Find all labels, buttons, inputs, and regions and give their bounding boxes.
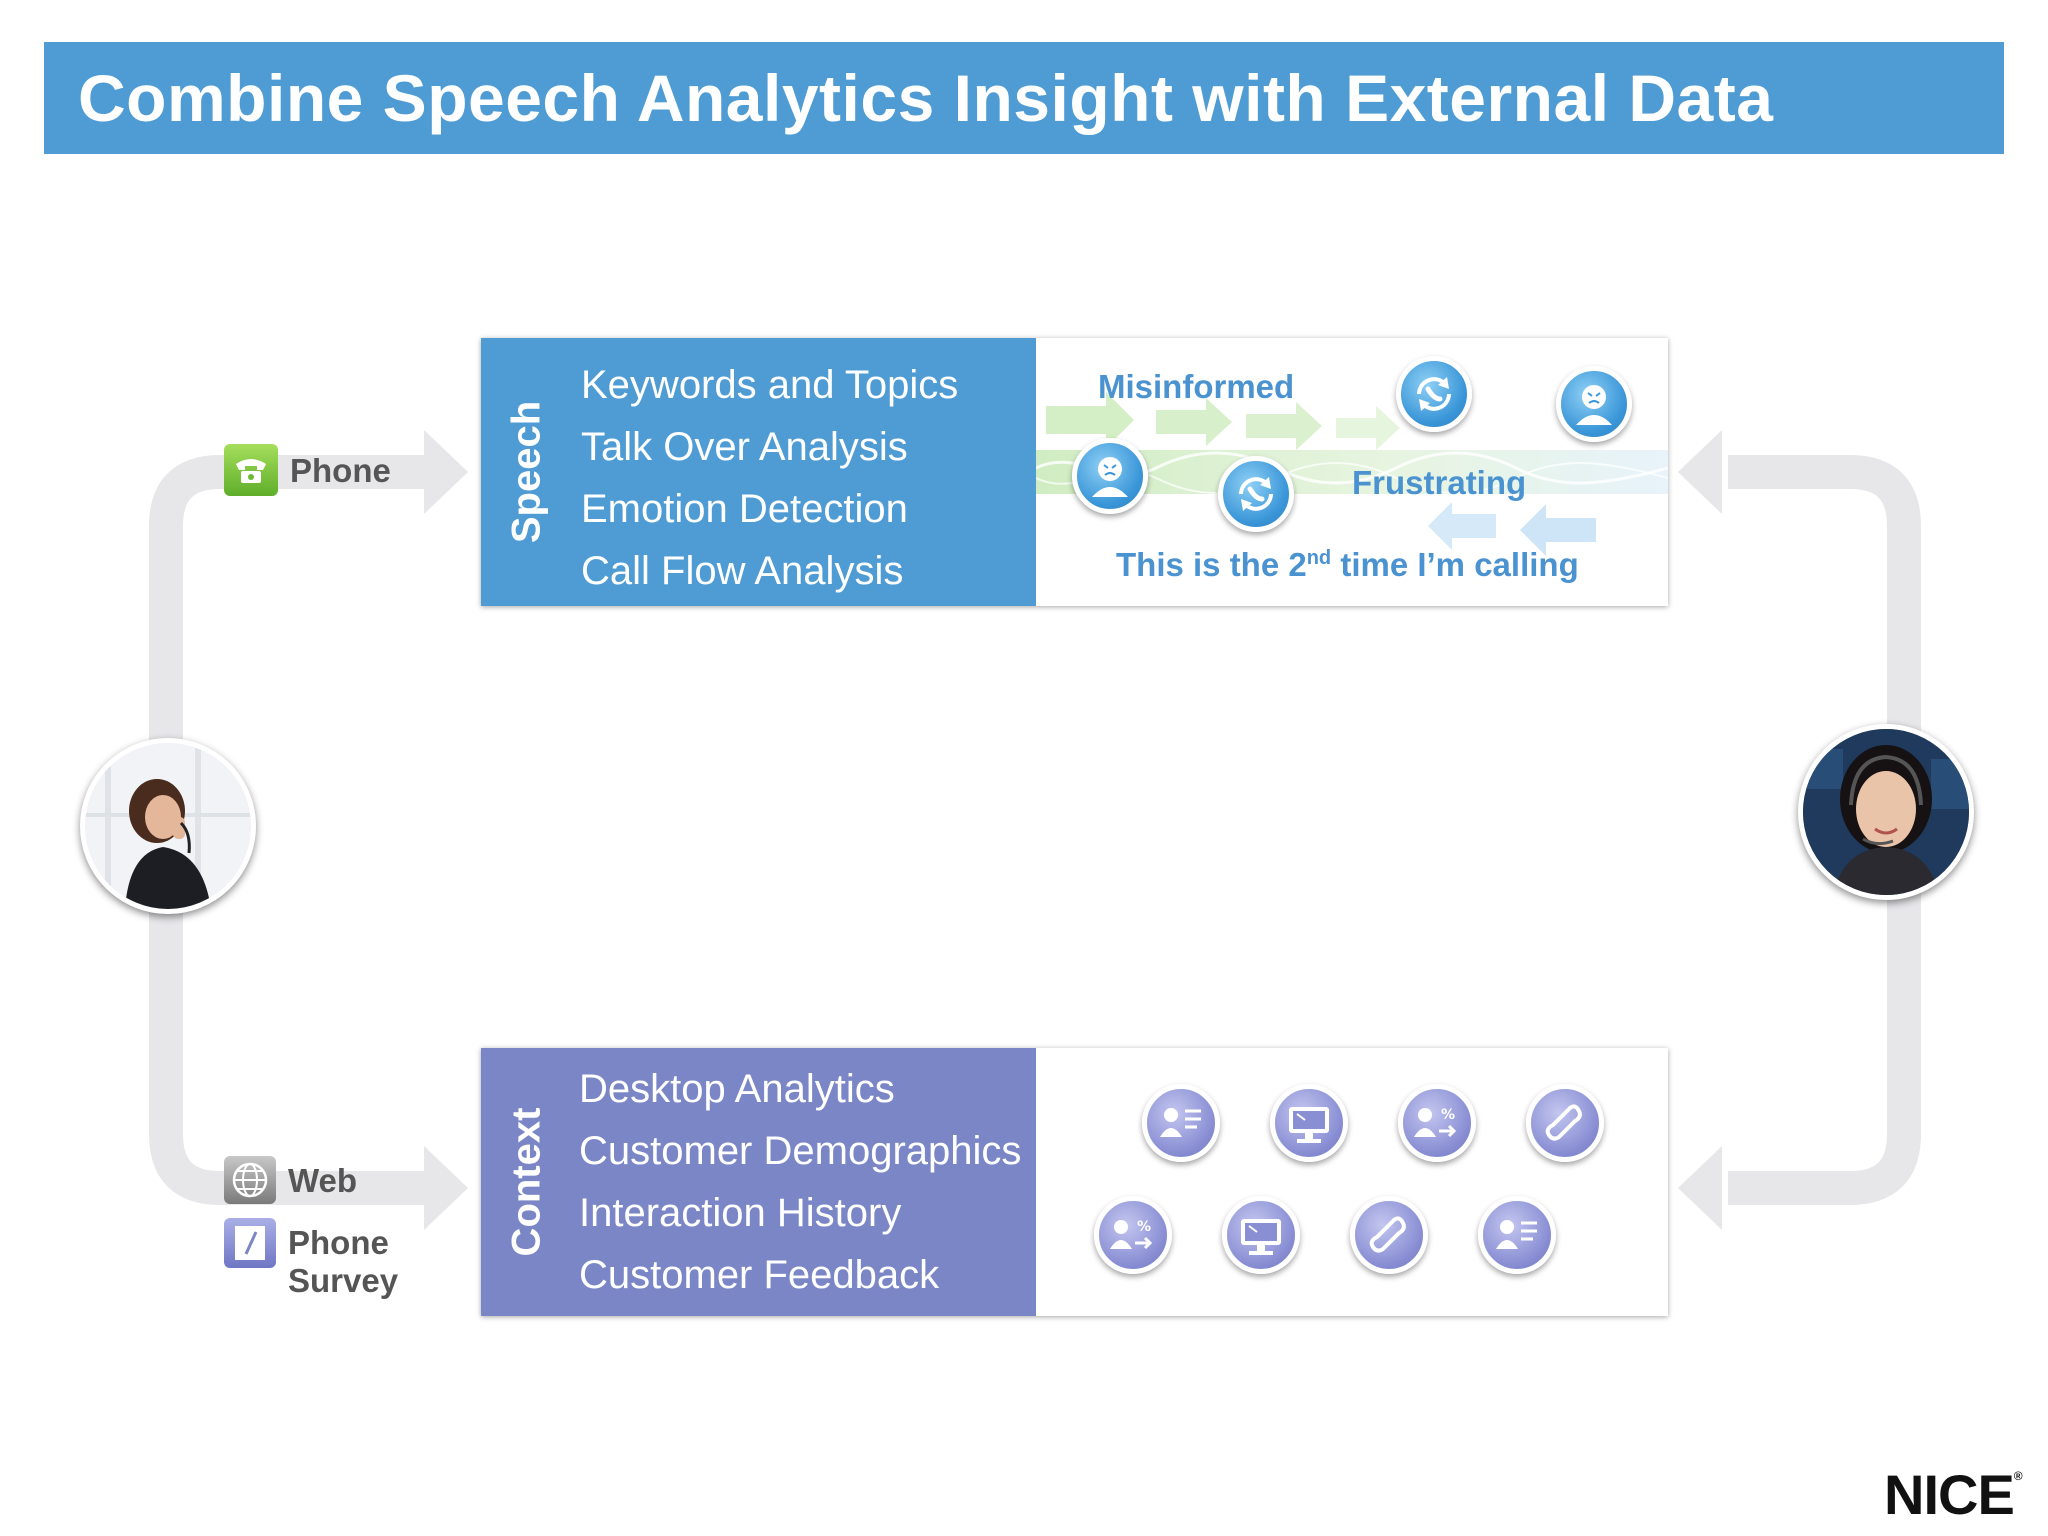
speech-item: Emotion Detection bbox=[581, 487, 908, 531]
call-cycle-icon bbox=[1218, 456, 1294, 532]
emotion-misinformed: Misinformed bbox=[1098, 368, 1295, 405]
emotion-visual: Misinformed Frustrating This is the 2nd … bbox=[1036, 338, 1668, 606]
context-icons: % % bbox=[1036, 1048, 1668, 1316]
desktop-monitor-icon bbox=[1270, 1084, 1348, 1162]
angry-face-icon bbox=[1556, 366, 1632, 442]
phone-survey-label-line1: Phone bbox=[288, 1224, 389, 1261]
calling-sup: nd bbox=[1306, 547, 1332, 569]
customer-profile-icon bbox=[1478, 1196, 1556, 1274]
nice-logo: NICE® bbox=[1884, 1462, 2023, 1527]
customer-percent-icon: % bbox=[1094, 1196, 1172, 1274]
phone-survey-label-line2: Survey bbox=[288, 1262, 399, 1299]
logo-mark: ® bbox=[2013, 1469, 2023, 1483]
arrow-head-web bbox=[424, 1146, 468, 1230]
emotion-calling-again: This is the 2nd time I’m calling bbox=[1116, 546, 1579, 584]
speech-item: Keywords and Topics bbox=[581, 363, 959, 407]
customer-profile-icon bbox=[1142, 1084, 1220, 1162]
context-panel-left: Context Desktop Analytics Customer Demog… bbox=[481, 1048, 1036, 1316]
call-cycle-icon bbox=[1396, 356, 1472, 432]
phone-handset-icon bbox=[1526, 1084, 1604, 1162]
context-item: Desktop Analytics bbox=[579, 1067, 895, 1111]
calling-suffix: time I’m calling bbox=[1331, 546, 1579, 583]
speech-panel-left: Speech Keywords and Topics Talk Over Ana… bbox=[481, 338, 1036, 606]
speech-item: Call Flow Analysis bbox=[581, 549, 904, 593]
context-label: Context bbox=[504, 1107, 549, 1257]
context-item: Customer Demographics bbox=[579, 1129, 1022, 1173]
context-item: Interaction History bbox=[579, 1191, 902, 1235]
speech-item: Talk Over Analysis bbox=[581, 425, 908, 469]
globe-icon bbox=[224, 1156, 276, 1204]
speech-label: Speech bbox=[504, 400, 549, 544]
desktop-monitor-icon bbox=[1222, 1196, 1300, 1274]
title-bar: Combine Speech Analytics Insight with Ex… bbox=[44, 42, 2004, 154]
customer-percent-icon: % bbox=[1398, 1084, 1476, 1162]
context-items: Desktop Analytics Customer Demographics … bbox=[579, 1058, 1021, 1306]
svg-text:%: % bbox=[1137, 1219, 1151, 1235]
context-item: Customer Feedback bbox=[579, 1253, 940, 1297]
context-vertical-label: Context bbox=[487, 1048, 567, 1316]
speech-items: Keywords and Topics Talk Over Analysis E… bbox=[581, 354, 958, 602]
calling-prefix: This is the 2 bbox=[1116, 546, 1307, 583]
svg-text:%: % bbox=[1441, 1107, 1455, 1123]
emotion-frustrating: Frustrating bbox=[1352, 464, 1527, 501]
phone-handset-icon bbox=[1350, 1196, 1428, 1274]
arrow-head-right-top bbox=[1678, 430, 1722, 514]
survey-icon bbox=[224, 1218, 276, 1268]
web-source-label: Web bbox=[288, 1162, 358, 1199]
speech-panel: Speech Keywords and Topics Talk Over Ana… bbox=[481, 338, 1668, 606]
phone-icon bbox=[224, 444, 278, 496]
angry-face-icon bbox=[1072, 438, 1148, 514]
speech-vertical-label: Speech bbox=[487, 338, 567, 606]
arrow-head-right-bottom bbox=[1678, 1146, 1722, 1230]
arrow-head-phone bbox=[424, 430, 468, 514]
agent-avatar bbox=[1798, 724, 1974, 900]
context-panel: Context Desktop Analytics Customer Demog… bbox=[481, 1048, 1668, 1316]
customer-avatar bbox=[80, 738, 256, 914]
page-title: Combine Speech Analytics Insight with Ex… bbox=[78, 61, 1774, 135]
phone-source-label: Phone bbox=[290, 452, 391, 489]
logo-text: NICE bbox=[1884, 1463, 2015, 1526]
